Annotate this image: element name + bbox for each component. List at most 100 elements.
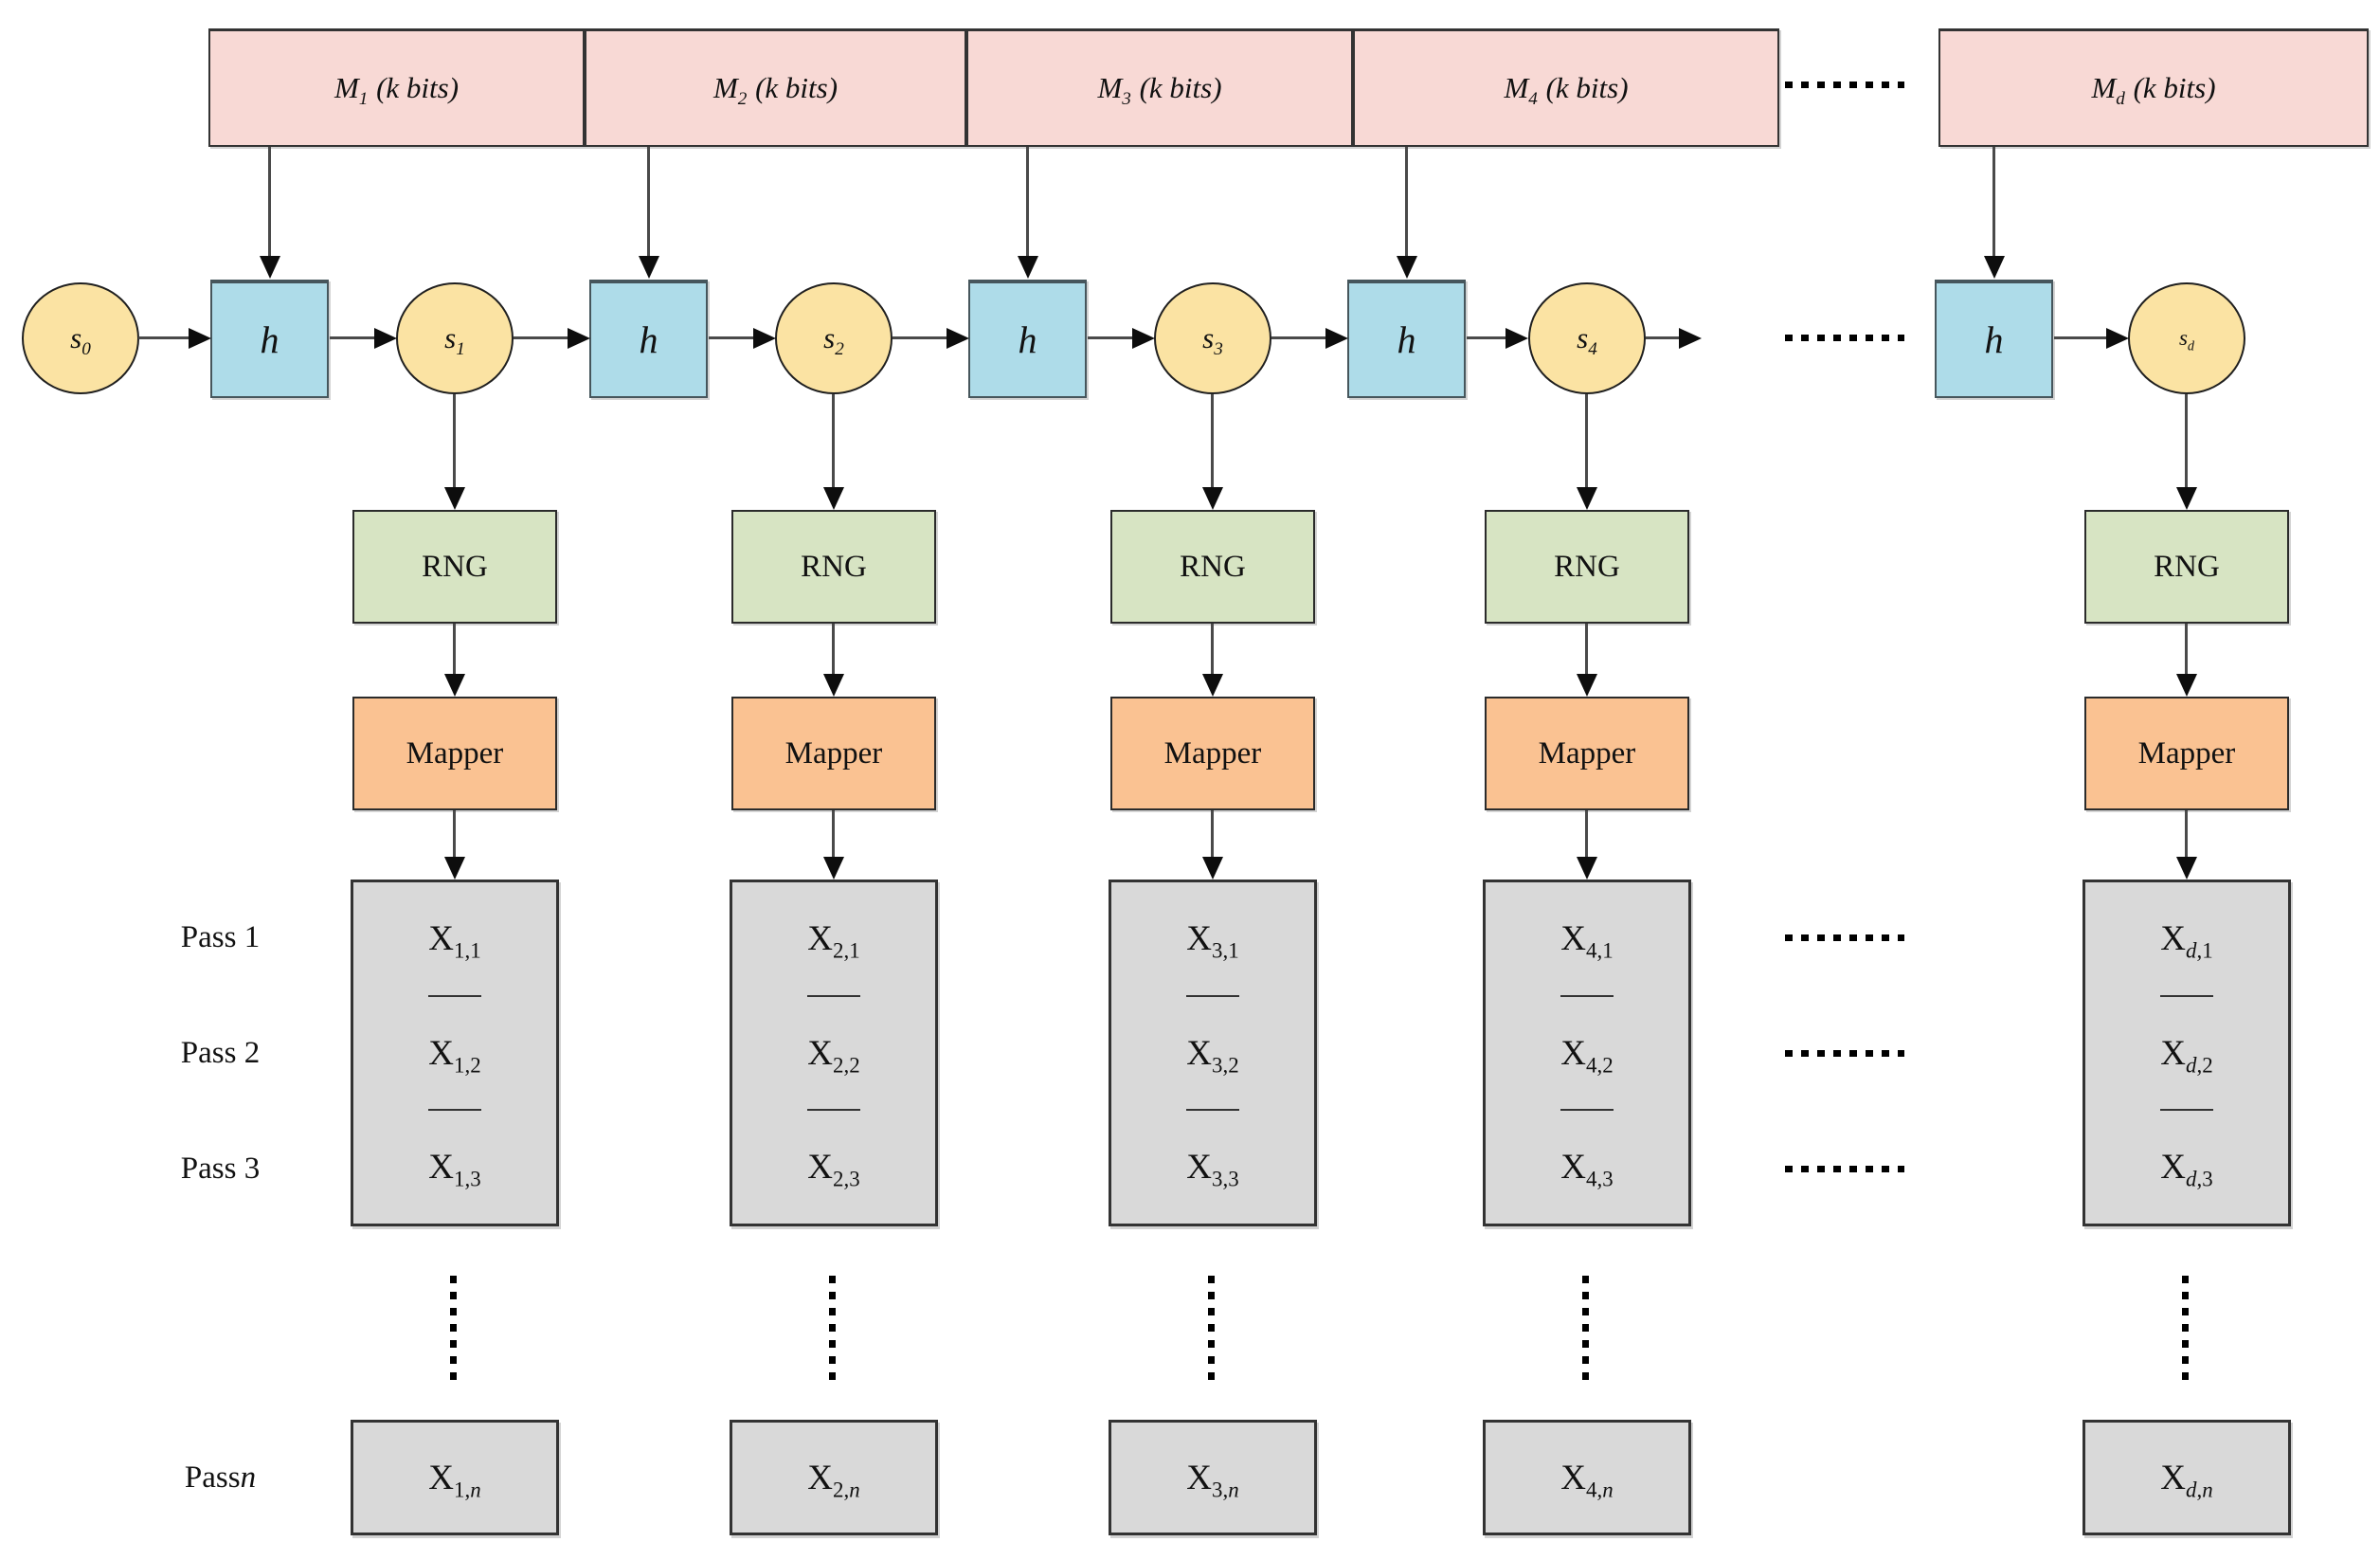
message-block-md-label: Md(k bits)	[2091, 71, 2216, 110]
pass-label-1: Pass 1	[180, 919, 261, 954]
arrow-m2-to-h	[647, 147, 650, 257]
x-cell-4-3: X4,3	[1560, 1109, 1614, 1224]
arrow-h4-to-s4	[1467, 336, 1506, 339]
pass-label-2: Pass 2	[180, 1035, 261, 1070]
x-cell-d-3: Xd,3	[2160, 1109, 2213, 1224]
arrow-mapper4-to-x	[1585, 810, 1588, 858]
arrow-s3-to-h4	[1271, 336, 1325, 339]
arrow-mapperd-to-x	[2185, 810, 2188, 858]
rng-box-3: RNG	[1110, 510, 1315, 624]
message-block-md: Md(k bits)	[1938, 28, 2369, 147]
ellipsis-col2	[829, 1276, 836, 1386]
arrow-rng3-to-mapper	[1211, 624, 1214, 675]
ellipsis-col4	[1582, 1276, 1589, 1386]
arrowhead-s0-to-h1	[189, 328, 211, 349]
ellipsis-col3	[1208, 1276, 1215, 1386]
arrow-m1-to-h	[268, 147, 271, 257]
arrowhead-rng3-to-mapper	[1202, 674, 1223, 697]
hash-box-1-label: h	[260, 318, 279, 361]
arrowhead-mapperd-to-x	[2176, 857, 2197, 880]
x-cell-3-3: X3,3	[1186, 1109, 1239, 1224]
hash-box-4: h	[1347, 280, 1466, 398]
state-s0: s0	[22, 282, 139, 394]
arrowhead-s4-to-rng	[1577, 487, 1597, 510]
hash-box-d: h	[1935, 280, 2053, 398]
arrow-h3-to-s3	[1088, 336, 1132, 339]
arrowhead-s3-to-h4	[1325, 328, 1348, 349]
ellipsis-cold	[2182, 1276, 2189, 1386]
hash-box-4-label: h	[1397, 318, 1416, 361]
arrowhead-rng1-to-mapper	[444, 674, 465, 697]
arrowhead-md-to-h	[1984, 256, 2005, 279]
state-s2: s2	[775, 282, 892, 394]
x-stack-cold: Xd,1 Xd,2 Xd,3	[2082, 880, 2291, 1226]
x-cell-1-1: X1,1	[428, 918, 481, 963]
x-cell-2-1: X2,1	[807, 918, 860, 963]
ellipsis-row-pass3	[1785, 1166, 1904, 1172]
rng-box-1: RNG	[352, 510, 557, 624]
x-cell-4-n: X4,n	[1483, 1420, 1691, 1535]
state-s1: s1	[396, 282, 514, 394]
x-cell-4-2: X4,2	[1560, 994, 1614, 1110]
mapper-box-1: Mapper	[352, 697, 557, 810]
x-cell-4-1: X4,1	[1560, 918, 1614, 963]
arrowhead-mapper1-to-x	[444, 857, 465, 880]
arrow-hd-to-sd	[2054, 336, 2106, 339]
arrow-s0-to-h1	[138, 336, 189, 339]
mapper-box-1-label: Mapper	[406, 735, 504, 771]
arrow-rng2-to-mapper	[832, 624, 835, 675]
arrow-rng1-to-mapper	[453, 624, 456, 675]
arrowhead-hd-to-sd	[2106, 328, 2129, 349]
message-block-m2: M2(k bits)	[585, 28, 966, 147]
arrow-s2-to-h3	[892, 336, 947, 339]
mapper-box-3-label: Mapper	[1163, 735, 1262, 771]
x-stack-col1: X1,1 X1,2 X1,3	[351, 880, 559, 1226]
state-sd: sd	[2128, 282, 2245, 394]
state-s4-label: s4	[1577, 321, 1597, 360]
arrow-sd-to-rng	[2185, 394, 2188, 488]
rng-box-2: RNG	[731, 510, 936, 624]
mapper-box-2: Mapper	[731, 697, 936, 810]
arrow-s1-to-h2	[514, 336, 568, 339]
state-s2-label: s2	[823, 321, 844, 360]
arrowhead-m3-to-h	[1018, 256, 1038, 279]
x-stack-col4: X4,1 X4,2 X4,3	[1483, 880, 1691, 1226]
rng-box-4-label: RNG	[1554, 549, 1620, 584]
x-cell-2-2: X2,2	[807, 994, 860, 1110]
arrow-s3-to-rng	[1211, 394, 1214, 488]
rng-box-d-label: RNG	[2154, 549, 2220, 584]
x-stack-col3: X3,1 X3,2 X3,3	[1109, 880, 1317, 1226]
arrowhead-rng2-to-mapper	[823, 674, 844, 697]
pass-label-n: Pass n	[184, 1460, 257, 1495]
x-cell-1-3: X1,3	[428, 1109, 481, 1224]
mapper-box-4-label: Mapper	[1538, 735, 1636, 771]
hash-box-3: h	[968, 280, 1087, 398]
arrow-s2-to-rng	[832, 394, 835, 488]
arrowhead-s3-to-rng	[1202, 487, 1223, 510]
arrow-m4-to-h	[1405, 147, 1408, 257]
x-cell-2-3: X2,3	[807, 1109, 860, 1224]
mapper-box-d: Mapper	[2084, 697, 2289, 810]
arrowhead-h3-to-s3	[1132, 328, 1155, 349]
arrowhead-mapper2-to-x	[823, 857, 844, 880]
hash-box-2-label: h	[639, 318, 658, 361]
arrowhead-mapper4-to-x	[1577, 857, 1597, 880]
ellipsis-col1	[450, 1276, 457, 1386]
x-cell-3-1: X3,1	[1186, 918, 1239, 963]
x-cell-1-n: X1,n	[351, 1420, 559, 1535]
ellipsis-chain-row	[1785, 335, 1904, 341]
mapper-box-2-label: Mapper	[784, 735, 883, 771]
hash-box-1: h	[210, 280, 329, 398]
arrowhead-s2-to-h3	[947, 328, 969, 349]
x-cell-1-2: X1,2	[428, 994, 481, 1110]
mapper-box-3: Mapper	[1110, 697, 1315, 810]
arrow-mapper2-to-x	[832, 810, 835, 858]
arrowhead-sd-to-rng	[2176, 487, 2197, 510]
arrow-s4-out	[1646, 336, 1679, 339]
arrow-mapper3-to-x	[1211, 810, 1214, 858]
rng-box-1-label: RNG	[422, 549, 488, 584]
rng-box-4: RNG	[1485, 510, 1689, 624]
message-block-m3: M3(k bits)	[966, 28, 1353, 147]
arrow-h2-to-s2	[709, 336, 753, 339]
